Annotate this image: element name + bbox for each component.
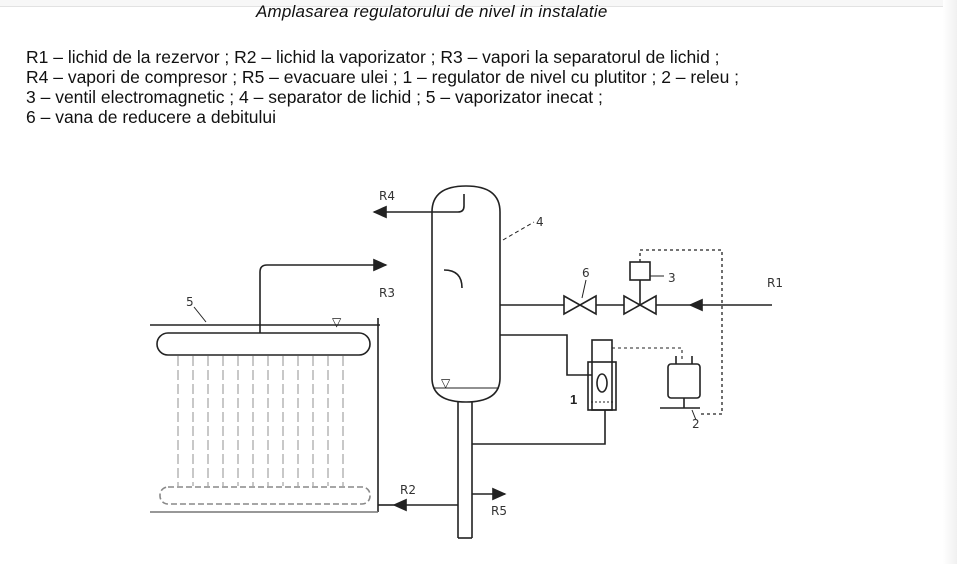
evaporator-header: [156, 332, 371, 356]
label-3: 3: [668, 271, 676, 285]
label-6: 6: [582, 266, 590, 280]
float-level-regulator: [472, 334, 617, 445]
label-r1: R1: [767, 276, 783, 290]
leader-line-6: [581, 279, 587, 299]
label-5: 5: [186, 295, 194, 309]
r3-vapor-line: [259, 258, 388, 333]
evaporator-level-marker: ▽: [332, 315, 342, 329]
label-r3: R3: [379, 286, 395, 300]
label-r5: R5: [491, 504, 507, 518]
flow-reduction-valve: [563, 279, 597, 316]
liquid-separator: [372, 185, 535, 539]
leader-line-2: [691, 409, 697, 421]
legend-line: R4 – vapori de compresor ; R5 – evacuare…: [26, 67, 740, 87]
leader-line-5: [193, 306, 207, 323]
r4-vapor-outlet: [372, 194, 465, 219]
solenoid-coil: [629, 261, 651, 281]
solenoid-valve: [623, 261, 664, 316]
page-edge-shadow: [943, 0, 957, 564]
regulator-float: [596, 373, 608, 393]
label-1: 1: [570, 392, 577, 407]
regulator-float-chamber: [587, 361, 617, 411]
legend-line: 3 – ventil electromagnetic ; 4 – separat…: [26, 87, 603, 107]
relay: [660, 356, 701, 421]
regulator-body: [591, 339, 613, 411]
label-4: 4: [536, 215, 544, 229]
label-r4: R4: [379, 189, 395, 203]
page-title: Amplasarea regulatorului de nivel in ins…: [256, 2, 608, 21]
r3-inlet-bend: [443, 269, 463, 289]
leader-line-4: [502, 221, 535, 241]
relay-link: [612, 347, 683, 360]
label-2: 2: [692, 417, 700, 431]
relay-body: [667, 363, 701, 399]
separator-level-marker: ▽: [441, 376, 451, 390]
legend-line: 6 – vana de reducere a debitului: [26, 107, 277, 127]
legend-line: R1 – lichid de la rezervor ; R2 – lichid…: [26, 47, 720, 67]
flooded-evaporator: [150, 306, 380, 513]
evaporator-lower-header: [159, 486, 371, 505]
control-signal-line: [639, 249, 723, 415]
label-r2: R2: [400, 483, 416, 497]
top-border: [0, 0, 957, 7]
separator-vessel: [431, 185, 501, 403]
legend: R1 – lichid de la rezervor ; R2 – lichid…: [26, 47, 739, 127]
